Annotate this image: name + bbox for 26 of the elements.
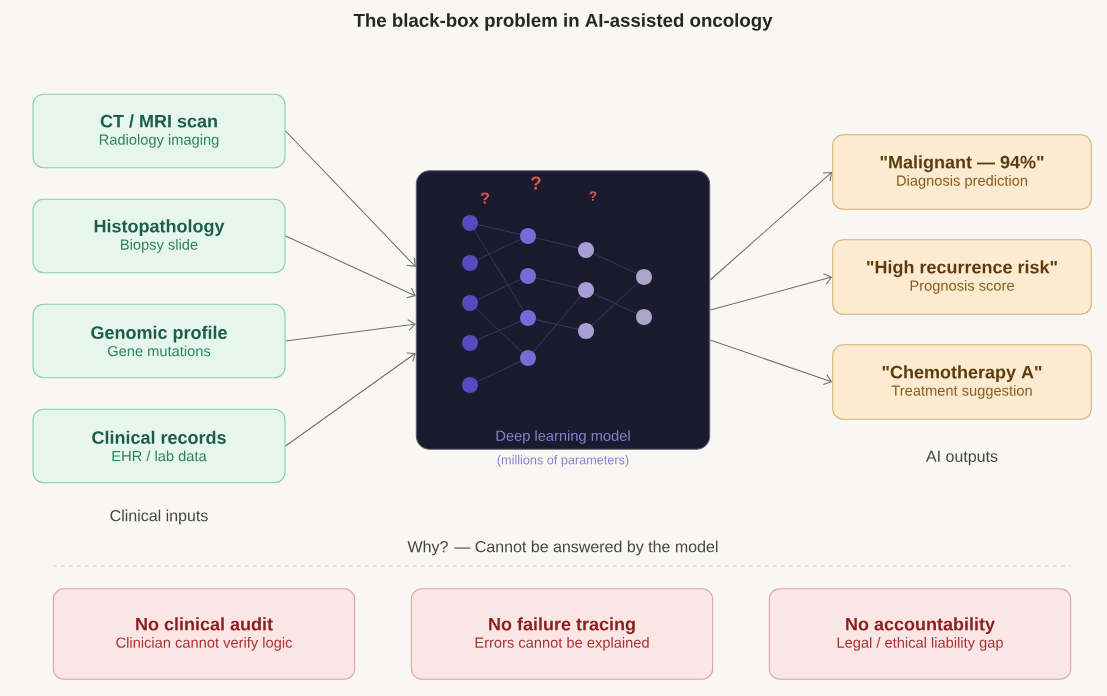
arrow xyxy=(709,172,833,281)
warning-box: No accountability Legal / ethical liability gap xyxy=(768,588,1072,680)
question-mark: ? xyxy=(589,191,597,201)
arrow xyxy=(285,235,416,299)
arrow xyxy=(285,319,416,342)
output-box: "Malignant — 94%" Diagnosis prediction xyxy=(832,134,1092,210)
input-box: Genomic profile Gene mutations xyxy=(32,303,286,379)
question-mark: ? xyxy=(531,176,541,190)
input-box: Histopathology Biopsy slide xyxy=(32,198,286,274)
model-label: Deep learning model xyxy=(496,430,630,444)
question-text: Why? — Cannot be answered by the model xyxy=(407,540,718,556)
output-box: "Chemotherapy A" Treatment suggestion xyxy=(832,344,1092,420)
arrow xyxy=(709,339,833,386)
model-caption: (millions of parameters) xyxy=(497,455,629,467)
arrow xyxy=(285,352,416,447)
warning-box: No failure tracing Errors cannot be explained xyxy=(410,588,714,680)
group-label: AI outputs xyxy=(926,450,998,466)
arrow xyxy=(709,273,833,311)
output-box: "High recurrence risk" Prognosis score xyxy=(832,239,1092,315)
input-box: Clinical records EHR / lab data xyxy=(32,408,286,484)
arrow xyxy=(285,130,416,267)
input-box: CT / MRI scan Radiology imaging xyxy=(32,93,286,169)
question-mark: ? xyxy=(480,192,489,204)
warning-box: No clinical audit Clinician cannot verify logic xyxy=(52,588,356,680)
title: The black-box problem in AI-assisted oncology xyxy=(353,13,773,31)
group-label: Clinical inputs xyxy=(110,509,208,525)
